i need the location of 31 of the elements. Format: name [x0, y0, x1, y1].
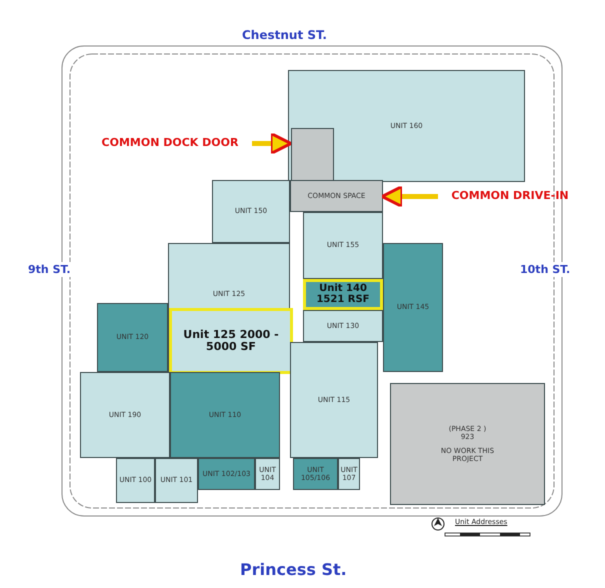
unit-room — [303, 212, 383, 279]
unit-room — [97, 303, 168, 372]
unit-room — [155, 458, 198, 503]
highlighted-unit — [303, 279, 383, 310]
dock-area — [291, 128, 334, 181]
unit-room — [290, 342, 378, 458]
arrow — [380, 185, 438, 208]
unit-room — [212, 180, 290, 243]
street-label: Princess St. — [240, 560, 347, 579]
arrow — [252, 132, 292, 155]
unit-room — [303, 310, 383, 342]
unit-label: Unit 125 2000 - 5000 SF — [182, 329, 280, 353]
unit-room — [338, 458, 360, 490]
unit-room — [168, 243, 290, 373]
highlighted-unit — [169, 308, 293, 374]
unit-room — [116, 458, 155, 503]
unit-room — [170, 372, 280, 458]
unit-room — [288, 70, 525, 182]
unit-room — [80, 372, 170, 458]
street-label: Chestnut ST. — [242, 28, 327, 42]
phase-two-block — [390, 383, 545, 505]
callout-label: COMMON DRIVE-IN — [451, 190, 569, 203]
street-label: 9th ST. — [28, 262, 71, 277]
unit-room — [255, 458, 280, 490]
unit-label: Unit 140 1521 RSF — [315, 284, 371, 305]
unit-room — [198, 458, 255, 490]
unit-room — [383, 243, 443, 372]
street-label: 10th ST. — [520, 262, 570, 277]
unit-room — [293, 458, 338, 490]
callout-label: COMMON DOCK DOOR — [102, 137, 238, 150]
common-space-room — [290, 180, 383, 212]
